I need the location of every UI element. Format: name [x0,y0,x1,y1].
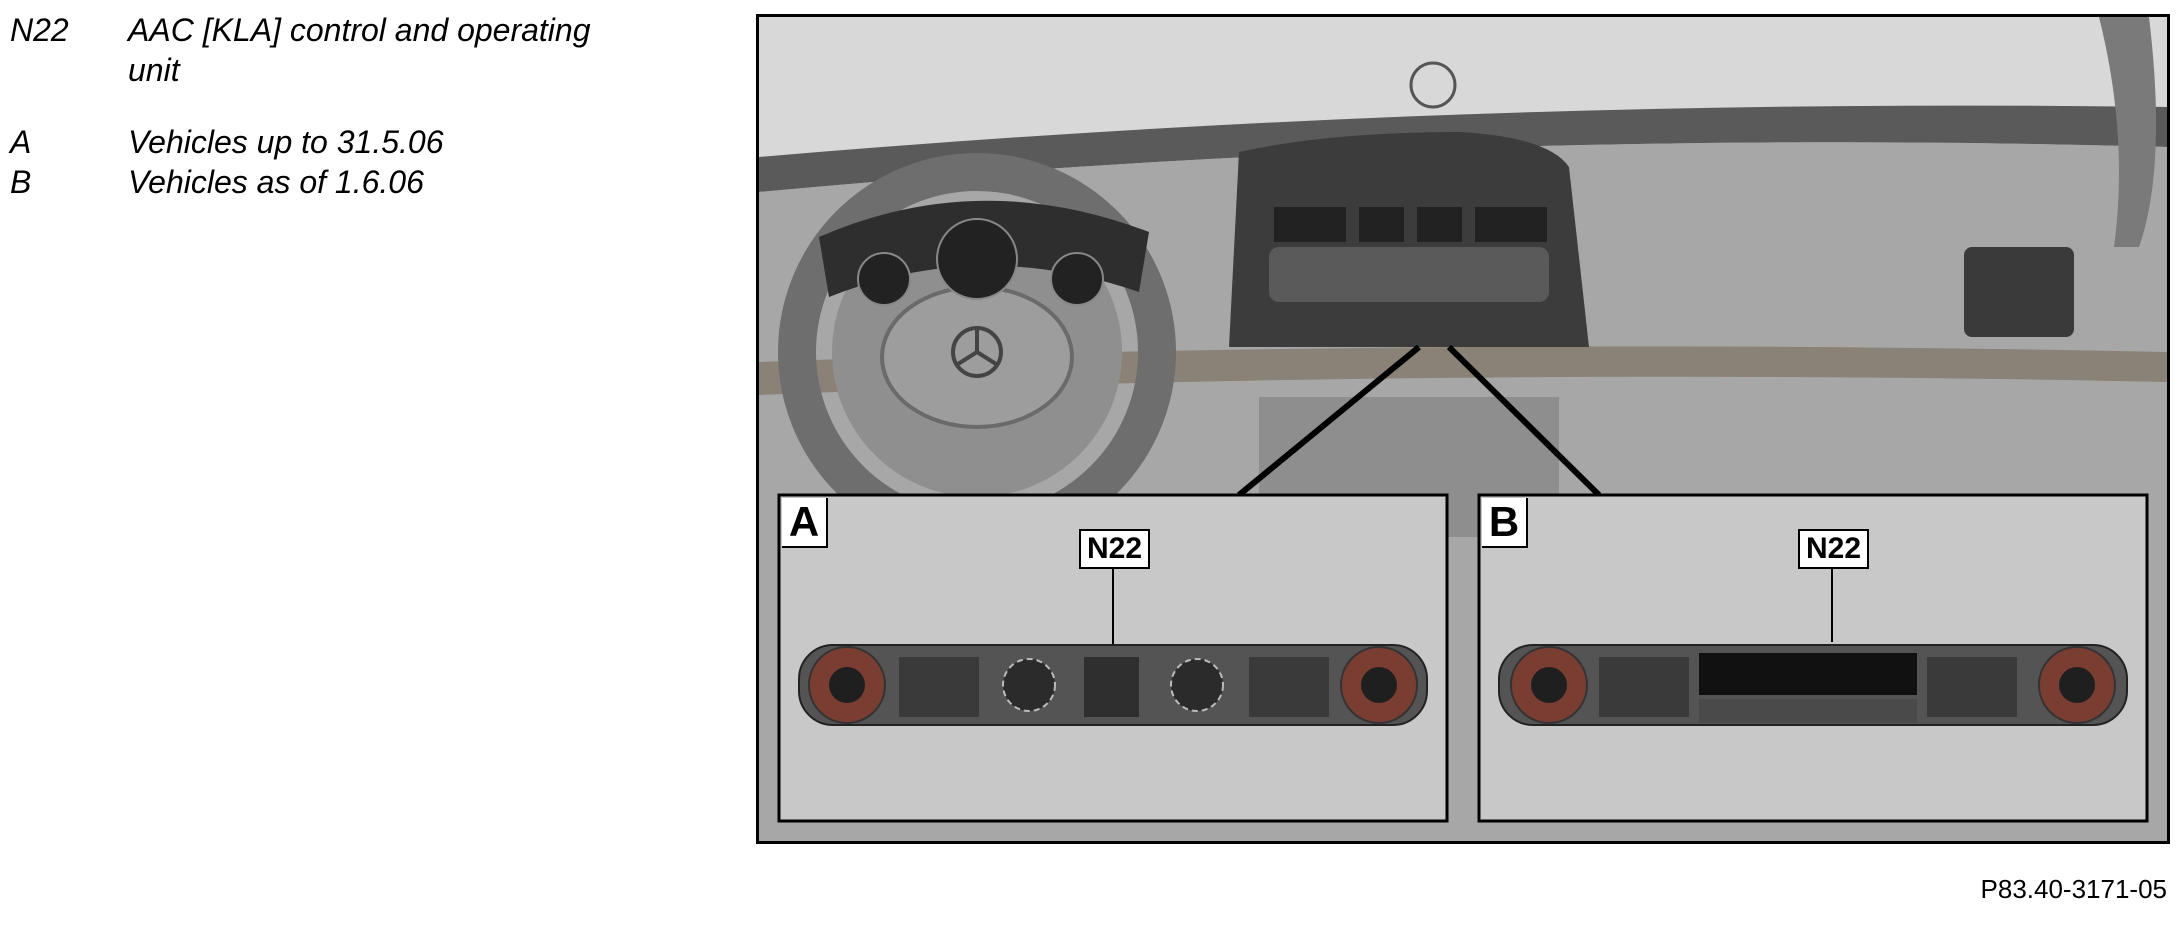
legend-text: Vehicles up to 31.5.06 [128,124,444,160]
legend-code: A [10,124,32,160]
legend: N22 AAC [KLA] control and operating unit… [10,10,648,202]
dashboard-illustration [759,17,2167,841]
dashboard-figure: A N22 B N22 [756,14,2170,844]
panel-b-n22-label: N22 [1798,529,1870,569]
legend-code: N22 [10,12,69,48]
legend-code: B [10,164,32,200]
panel-a-letter: A [782,498,828,548]
legend-item-n22: N22 AAC [KLA] control and operating unit [10,10,648,90]
legend-text: Vehicles as of 1.6.06 [128,164,424,200]
legend-text: AAC [KLA] control and operating unit [128,12,591,88]
legend-item-a: A Vehicles up to 31.5.06 [10,122,648,162]
figure-reference: P83.40-3171-05 [1980,874,2167,904]
panel-b-letter: B [1482,498,1528,548]
panel-a-n22-label: N22 [1079,529,1151,569]
legend-item-b: B Vehicles as of 1.6.06 [10,162,648,202]
